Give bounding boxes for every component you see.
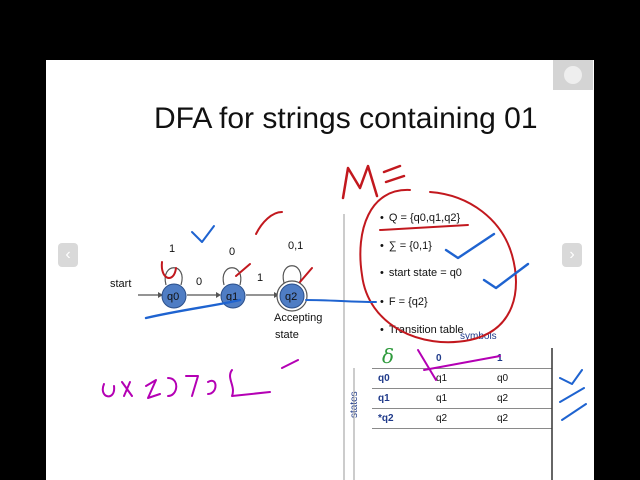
table-header-row: 0 1 <box>372 349 552 369</box>
table-cell: q2 <box>491 388 552 409</box>
table-column-header: 1 <box>491 349 552 369</box>
chevron-left-icon: ‹ <box>65 246 71 263</box>
slide-title: DFA for strings containing 01 <box>154 102 538 135</box>
definition-item-start: start state = q0 <box>380 267 462 279</box>
table-cell: q2 <box>491 408 552 429</box>
table-row-state: *q2 <box>372 408 430 429</box>
definition-item-states: Q = {q0,q1,q2} <box>380 212 460 224</box>
circle-icon <box>564 66 582 84</box>
table-row: *q2 q2 q2 <box>372 408 552 429</box>
table-column-header: 0 <box>430 349 491 369</box>
table-cell: q0 <box>491 368 552 389</box>
table-row-state: q1 <box>372 388 430 409</box>
table-cell: q1 <box>430 368 491 389</box>
table-cell: q1 <box>430 388 491 409</box>
chevron-right-icon: › <box>569 246 575 263</box>
definition-item-alphabet: ∑ = {0,1} <box>380 240 432 252</box>
table-row: q0 q1 q0 <box>372 368 552 389</box>
symbols-label: symbols <box>460 331 497 342</box>
slide-control-button[interactable] <box>553 60 593 90</box>
previous-slide-button[interactable]: ‹ <box>58 243 78 267</box>
table-row-state: q0 <box>372 368 430 389</box>
transition-table: 0 1 q0 q1 q0 q1 q1 q2 *q2 q2 q2 <box>372 349 552 429</box>
definition-item-final: F = {q2} <box>380 296 428 308</box>
definition-item-table: Transition table <box>380 324 464 336</box>
states-label: states <box>349 391 360 418</box>
next-slide-button[interactable]: › <box>562 243 582 267</box>
table-row: q1 q1 q2 <box>372 388 552 409</box>
table-cell: q2 <box>430 408 491 429</box>
